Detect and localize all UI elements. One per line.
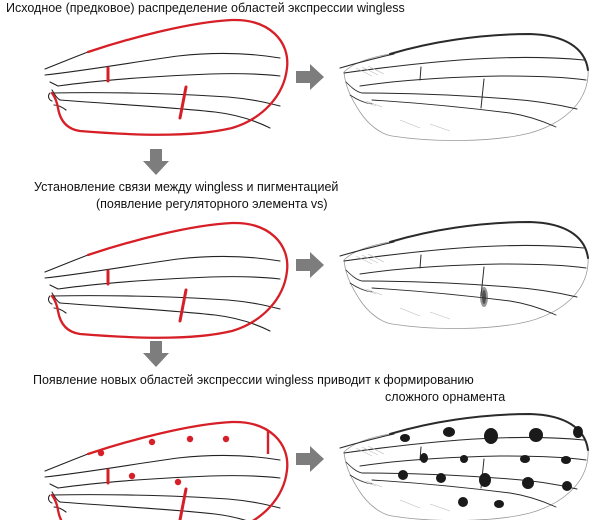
pigment-spot [398, 470, 408, 480]
pigment-spot [460, 455, 468, 463]
stage3-pigmented-wing [339, 413, 590, 520]
stage1-schematic-wing [43, 18, 289, 137]
stage1-caption: Исходное (предковое) распределение облас… [6, 1, 405, 15]
stage3-schematic-wing [43, 420, 289, 520]
expression-spot [174, 478, 182, 486]
expression-spot [97, 449, 105, 457]
pigment-spot [443, 427, 455, 437]
down-arrow-2 [143, 341, 169, 367]
stage1-pigmented-wing [339, 33, 590, 142]
pigment-spot [529, 428, 543, 442]
pigment-spot [479, 473, 491, 487]
pigment-spot [522, 477, 534, 489]
expression-spot [128, 472, 136, 480]
stage1-arrow-right [296, 64, 324, 90]
expression-spot [186, 435, 194, 443]
stage2-arrow-right [296, 252, 324, 278]
expression-spot [222, 435, 230, 443]
pigment-spot [436, 473, 446, 483]
pigment-spot [520, 455, 530, 463]
stage2-caption-line1: Установление связи между wingless и пигм… [34, 180, 339, 194]
pigment-spot [420, 453, 428, 463]
down-arrow-1 [143, 149, 169, 175]
stage3-caption-line2: сложного орнамента [385, 390, 506, 404]
stage3-arrow-right [296, 446, 324, 472]
expression-spot [148, 438, 156, 446]
expression-spots [97, 435, 230, 486]
pigment-spot [561, 456, 571, 464]
stage2-schematic-wing [43, 221, 289, 340]
stage2-pigmented-wing [339, 221, 590, 330]
pigment-spot [484, 428, 498, 444]
pigment-spot [573, 426, 583, 438]
stage2-caption-line2: (появление регуляторного элемента vs) [96, 197, 328, 211]
pigment-spot [400, 434, 410, 442]
pigment-spot [494, 500, 504, 508]
pigment-spot [562, 481, 572, 491]
pigment-spot [458, 497, 468, 507]
pigment-spots [398, 426, 583, 508]
stage3-caption-line1: Появление новых областей экспрессии wing… [33, 373, 474, 387]
